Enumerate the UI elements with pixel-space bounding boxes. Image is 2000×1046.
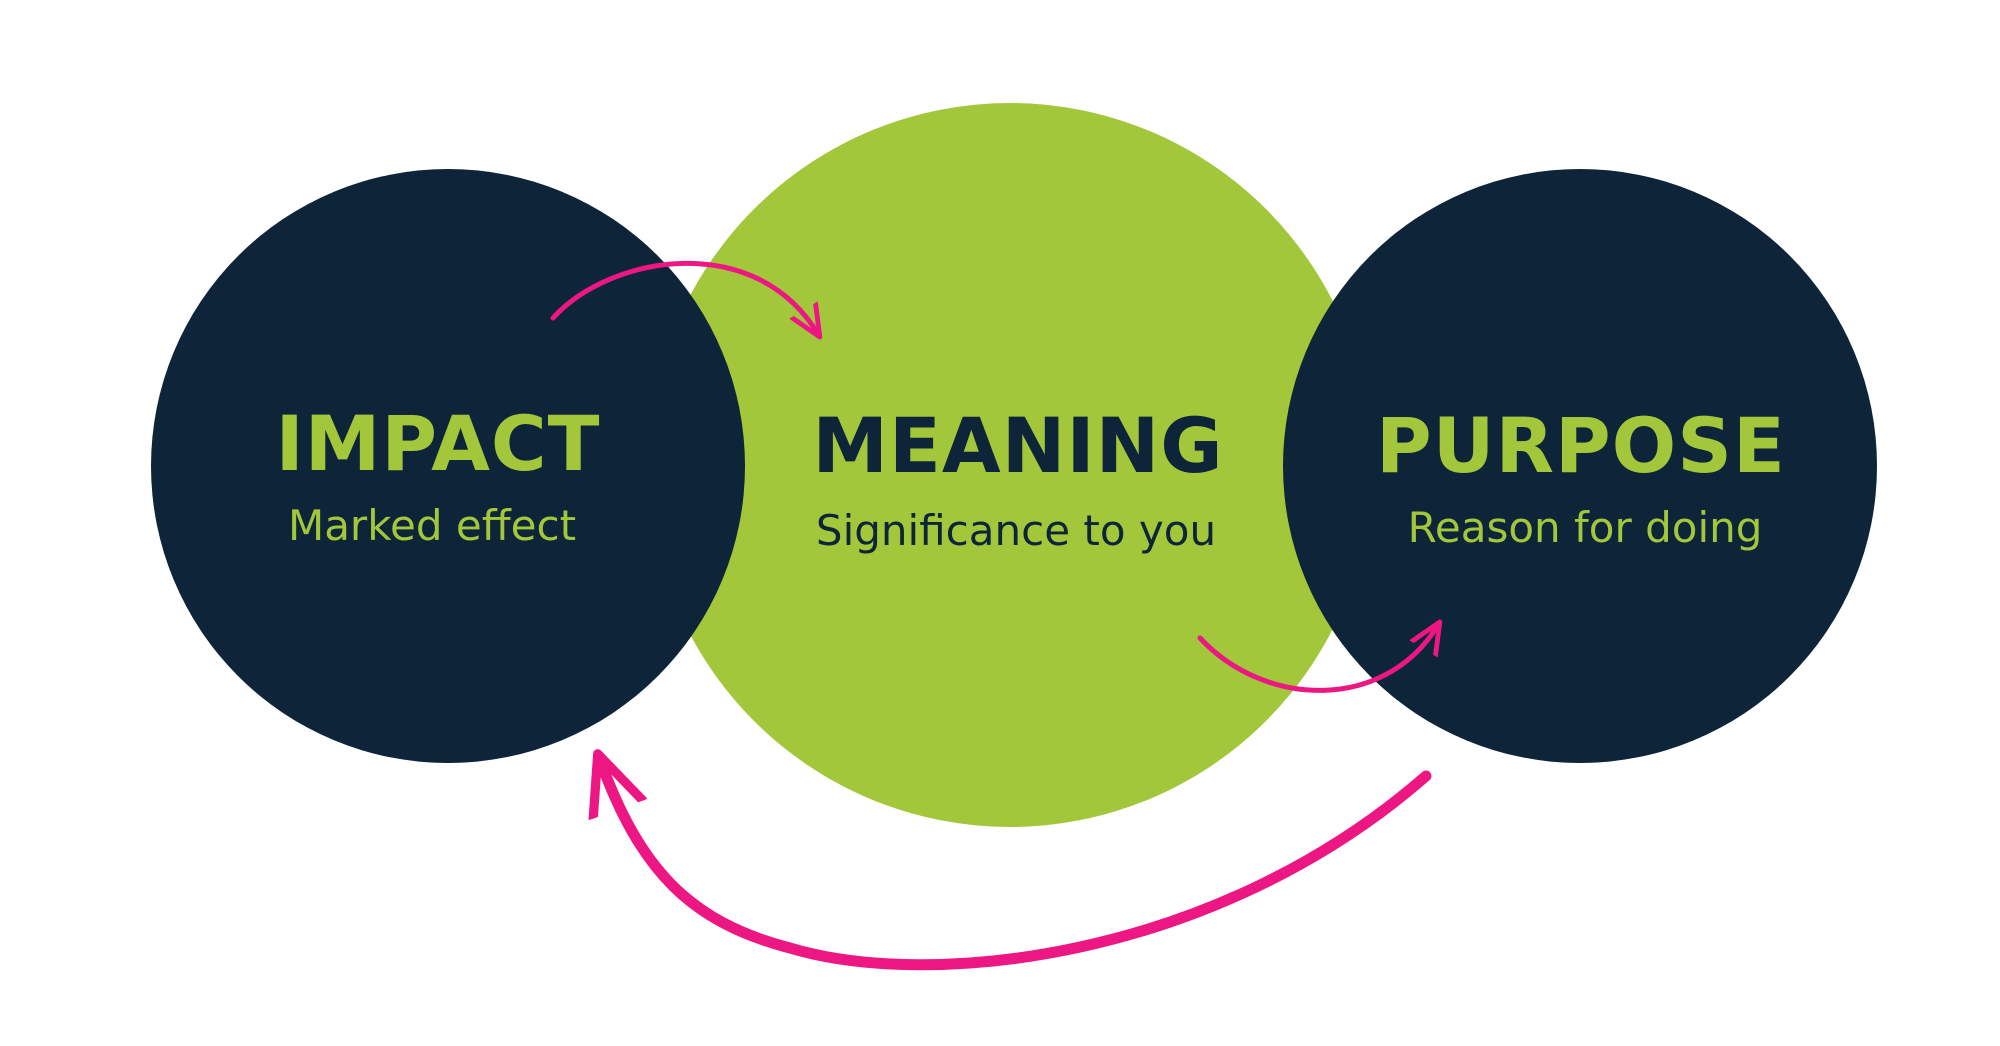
- impact-circle: [151, 169, 745, 763]
- meaning-subtitle: Significance to you: [816, 506, 1216, 555]
- meaning-title: MEANING: [812, 401, 1223, 490]
- purpose-circle: [1283, 169, 1877, 763]
- meaning-circle: [648, 103, 1372, 827]
- arrow-purpose-to-impact: [600, 760, 1432, 971]
- arrow-meaning-to-purpose: [1197, 625, 1438, 693]
- impact-subtitle: Marked effect: [288, 501, 576, 550]
- purpose-title: PURPOSE: [1376, 401, 1786, 490]
- arrow-impact-to-meaning: [550, 260, 818, 334]
- purpose-subtitle: Reason for doing: [1408, 503, 1763, 552]
- impact-title: IMPACT: [275, 399, 600, 488]
